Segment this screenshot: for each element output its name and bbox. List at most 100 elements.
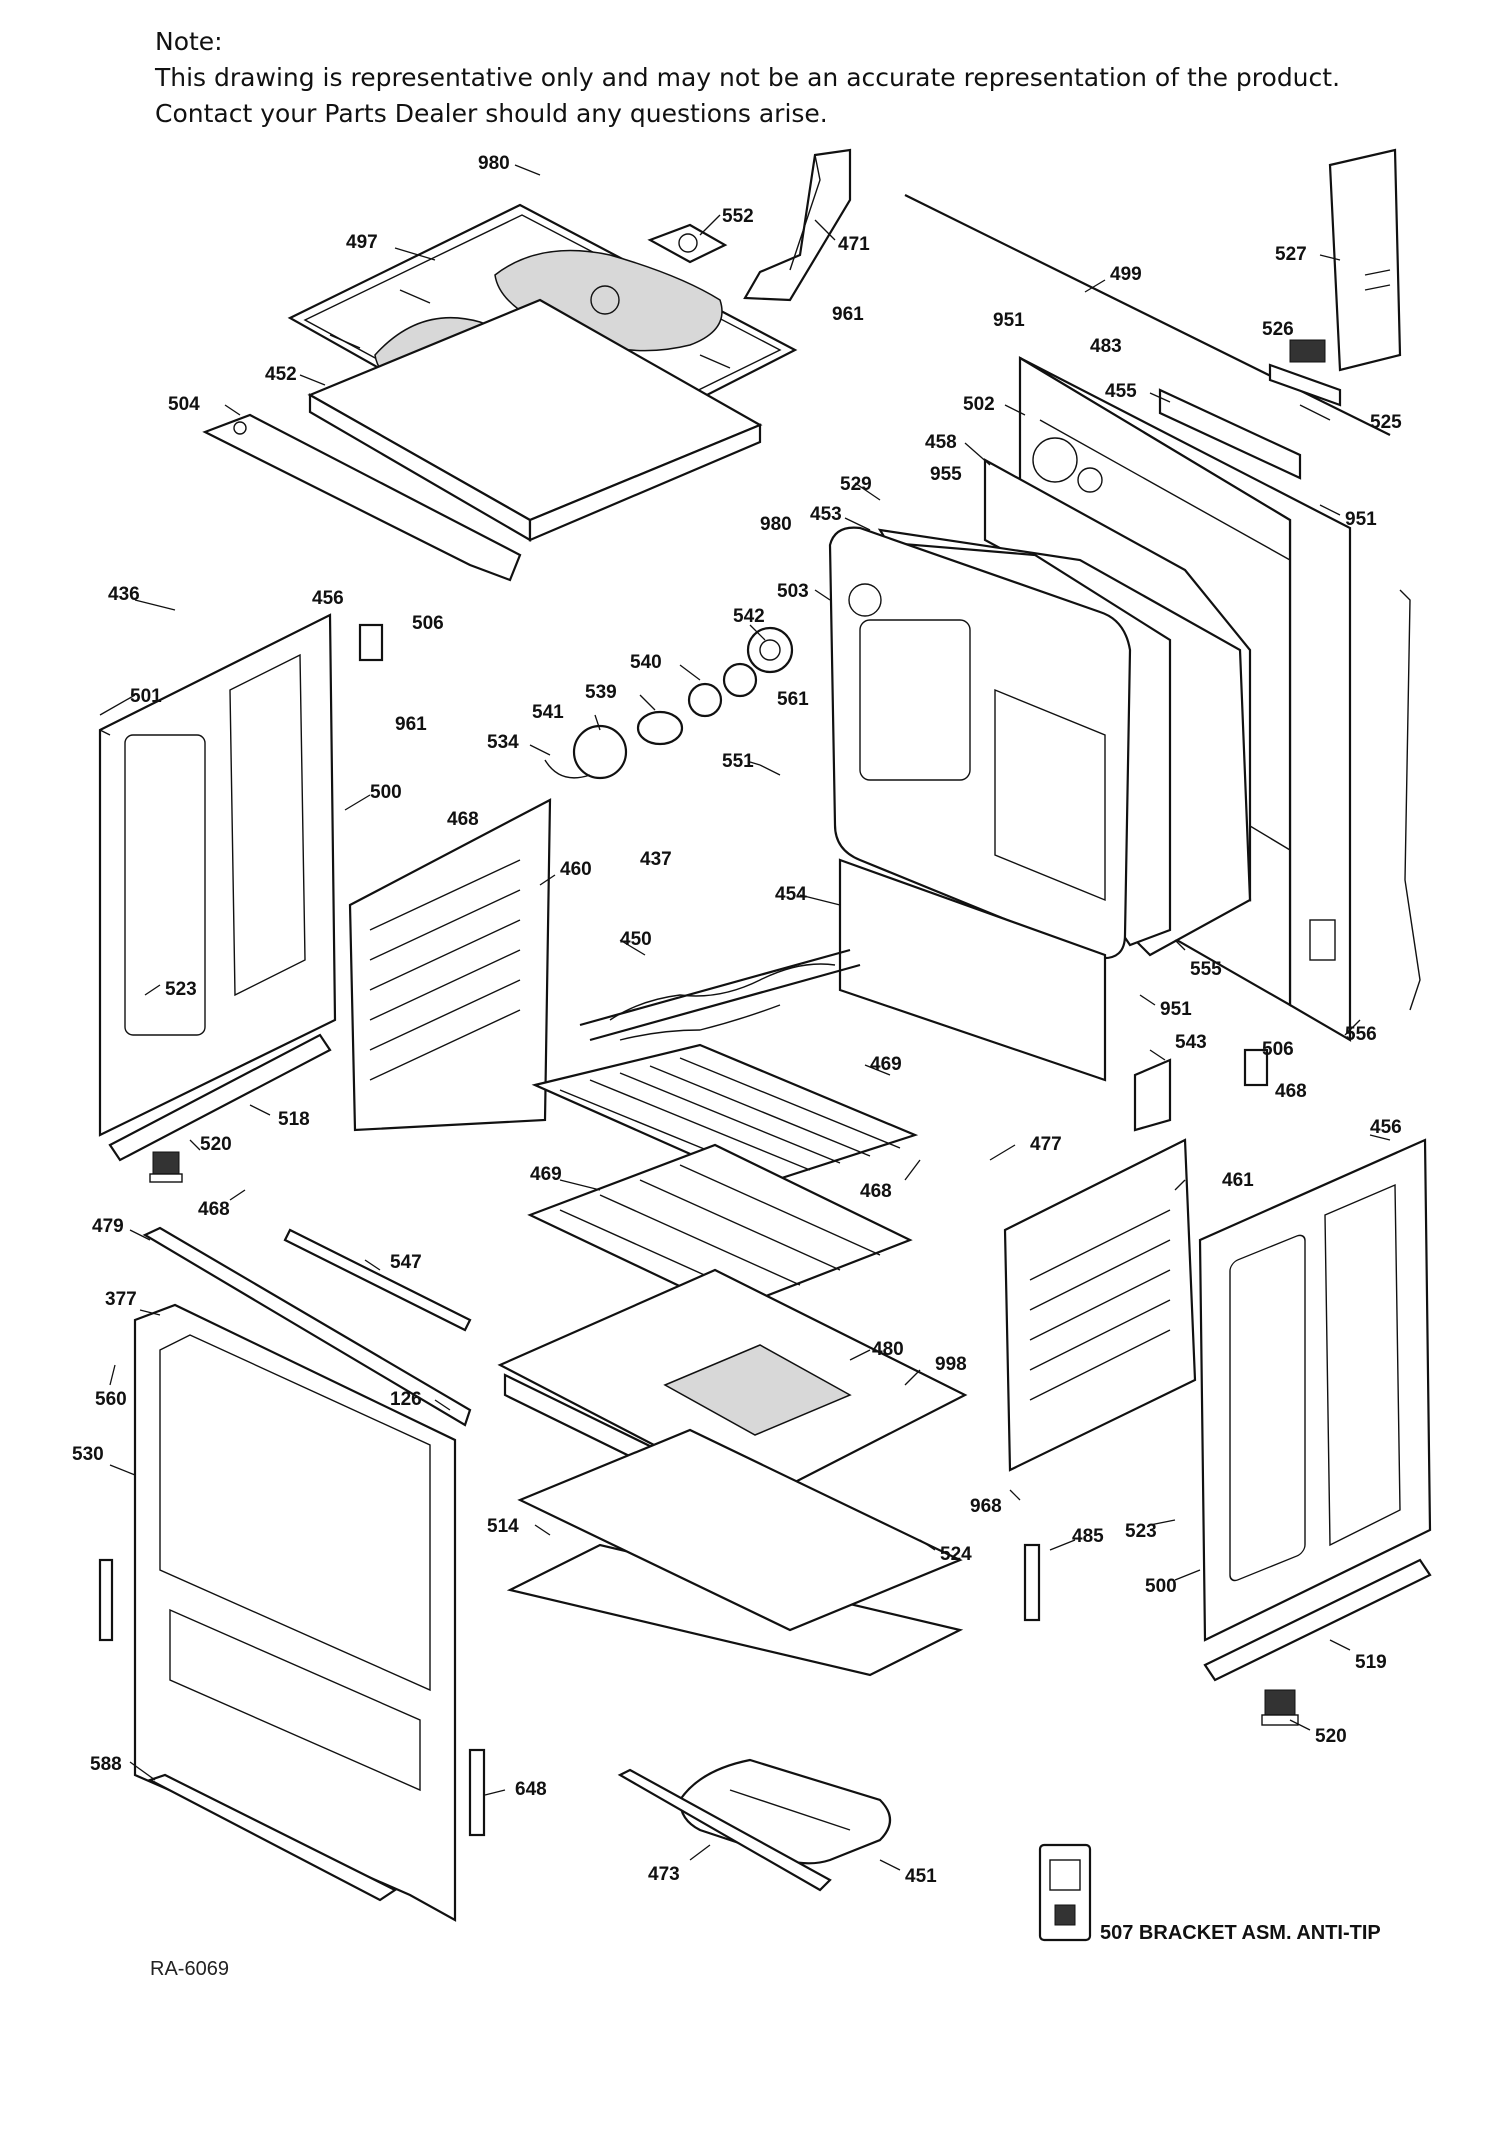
callout-520b: 520 xyxy=(1315,1726,1347,1747)
callout-456: 456 xyxy=(312,588,344,609)
left-rail-518 xyxy=(108,1033,332,1162)
callout-503: 503 xyxy=(777,581,809,602)
callout-980b: 980 xyxy=(760,514,792,535)
right-rail-519 xyxy=(1203,1558,1432,1682)
callout-523b: 523 xyxy=(1125,1521,1157,1542)
callout-530: 530 xyxy=(72,1444,104,1465)
callout-556: 556 xyxy=(1345,1024,1377,1045)
block-506b xyxy=(1243,1048,1269,1087)
callout-460: 460 xyxy=(560,859,592,880)
anti-tip-bracket-label: 507 BRACKET ASM. ANTI-TIP xyxy=(1100,1922,1381,1944)
callout-539: 539 xyxy=(585,682,617,703)
callout-500: 500 xyxy=(370,782,402,803)
callout-951b: 951 xyxy=(1345,509,1377,530)
callout-529: 529 xyxy=(840,474,872,495)
callout-519: 519 xyxy=(1355,1652,1387,1673)
callout-506: 506 xyxy=(412,613,444,634)
note-line-2: Contact your Parts Dealer should any que… xyxy=(155,99,828,128)
leveling-leg-520-left xyxy=(149,1151,183,1183)
callout-514: 514 xyxy=(487,1516,519,1537)
bracket-543 xyxy=(1133,1058,1172,1132)
light-assembly xyxy=(544,626,794,780)
note-line-1: This drawing is representative only and … xyxy=(155,63,1341,92)
callout-588: 588 xyxy=(90,1754,122,1775)
callout-436: 436 xyxy=(108,584,140,605)
callout-561: 561 xyxy=(777,689,809,710)
callout-labels: 980 552 471 497 499 527 961 951 483 526 … xyxy=(72,153,1402,1887)
drawer-frame-524 xyxy=(517,1428,963,1632)
lower-panel-454 xyxy=(838,858,1107,1082)
power-cord xyxy=(1399,589,1421,1011)
callout-455: 455 xyxy=(1105,381,1137,402)
callout-543: 543 xyxy=(1175,1032,1207,1053)
callout-518: 518 xyxy=(278,1109,310,1130)
oven-cavity xyxy=(828,526,1252,960)
callout-480: 480 xyxy=(872,1339,904,1360)
bracket-588 xyxy=(147,1773,398,1902)
callout-520: 520 xyxy=(200,1134,232,1155)
callout-479: 479 xyxy=(92,1216,124,1237)
callout-648: 648 xyxy=(515,1779,547,1800)
callout-961b: 961 xyxy=(395,714,427,735)
callout-502: 502 xyxy=(963,394,995,415)
callout-951c: 951 xyxy=(1160,999,1192,1020)
callout-468: 468 xyxy=(447,809,479,830)
note-heading: Note: xyxy=(155,27,223,56)
callout-560: 560 xyxy=(95,1389,127,1410)
trim-479 xyxy=(142,1226,472,1427)
callout-555: 555 xyxy=(1190,959,1222,980)
callout-525: 525 xyxy=(1370,412,1402,433)
vent-duct xyxy=(743,148,852,302)
callout-461: 461 xyxy=(1222,1170,1254,1191)
bake-element-451 xyxy=(678,1758,892,1865)
callout-968: 968 xyxy=(970,1496,1002,1517)
disclaimer-note: Note: This drawing is representative onl… xyxy=(155,24,1340,132)
callout-526: 526 xyxy=(1262,319,1294,340)
callout-551: 551 xyxy=(722,751,754,772)
callout-541: 541 xyxy=(532,702,564,723)
block-506a xyxy=(358,623,384,662)
callout-477: 477 xyxy=(1030,1134,1062,1155)
callout-450: 450 xyxy=(620,929,652,950)
callout-473: 473 xyxy=(648,1864,680,1885)
oven-rack-lower xyxy=(527,1143,913,1312)
callout-506b: 506 xyxy=(1262,1039,1294,1060)
callout-523: 523 xyxy=(165,979,197,1000)
callout-980: 980 xyxy=(478,153,510,174)
left-rack-support xyxy=(348,798,552,1132)
side-bracket xyxy=(98,1558,114,1642)
callout-499: 499 xyxy=(1110,264,1142,285)
bracket-485 xyxy=(1023,1543,1041,1622)
callout-524: 524 xyxy=(940,1544,972,1565)
front-frame-530 xyxy=(133,1303,457,1922)
right-rack-support xyxy=(1003,1138,1197,1472)
callout-468c: 468 xyxy=(860,1181,892,1202)
tray-473 xyxy=(617,1768,832,1892)
callout-497: 497 xyxy=(346,232,378,253)
oven-rack-upper xyxy=(531,1043,919,1187)
callout-471: 471 xyxy=(838,234,870,255)
leveling-leg-520-right xyxy=(1261,1689,1299,1726)
callout-469: 469 xyxy=(870,1054,902,1075)
callout-469b: 469 xyxy=(530,1164,562,1185)
callout-534: 534 xyxy=(487,732,519,753)
callout-485: 485 xyxy=(1072,1526,1104,1547)
leader-lines xyxy=(99,164,1391,1871)
terminal-block xyxy=(1268,339,1342,407)
callout-458: 458 xyxy=(925,432,957,453)
callout-504: 504 xyxy=(168,394,200,415)
bracket-648 xyxy=(468,1748,486,1837)
right-side-panel xyxy=(1198,1138,1432,1642)
callout-468d: 468 xyxy=(198,1199,230,1220)
callout-500b: 500 xyxy=(1145,1576,1177,1597)
strip-547 xyxy=(283,1228,472,1332)
callout-961: 961 xyxy=(832,304,864,325)
left-side-panel xyxy=(98,613,337,1137)
side-shield-527 xyxy=(1328,148,1402,372)
callout-483: 483 xyxy=(1090,336,1122,357)
callout-542: 542 xyxy=(733,606,765,627)
callout-456b: 456 xyxy=(1370,1117,1402,1138)
tray-514 xyxy=(506,1543,964,1677)
callout-501: 501 xyxy=(130,686,162,707)
callout-998: 998 xyxy=(935,1354,967,1375)
